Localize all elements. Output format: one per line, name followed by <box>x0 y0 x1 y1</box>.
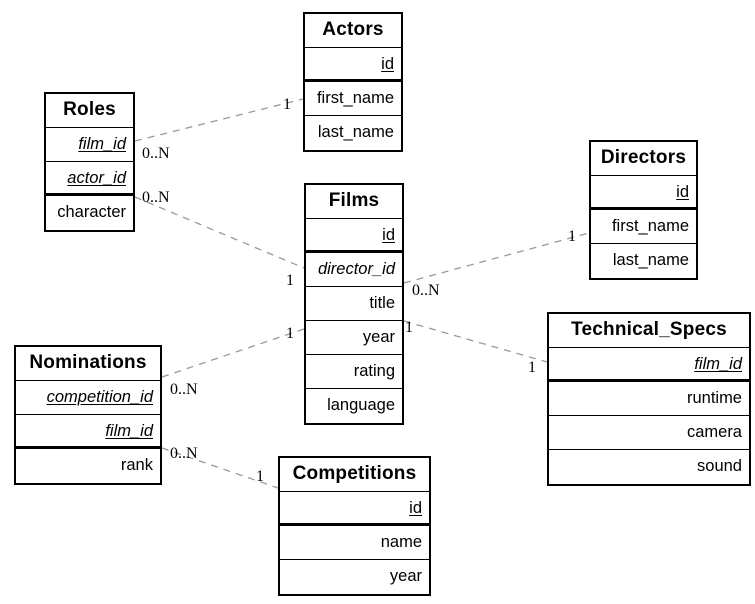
relationship-line-roles-films <box>134 196 305 269</box>
field-films-language: language <box>327 396 395 414</box>
relationship-line-films-directors <box>403 232 590 284</box>
field-films-year: year <box>306 321 402 355</box>
cardinality-label-roles-films-1: 1 <box>286 272 294 289</box>
cardinality-label-nominations-films-0: 0..N <box>170 381 198 398</box>
table-title-roles: Roles <box>46 94 133 128</box>
cardinality-label-films-directors-0: 0..N <box>412 282 440 299</box>
cardinality-label-nominations-competitions-0: 0..N <box>170 445 198 462</box>
field-roles-film_id: film_id <box>46 128 133 162</box>
cardinality-label-films-technical_specs-0: 1 <box>405 319 413 336</box>
relationship-line-films-technical_specs <box>403 320 548 363</box>
cardinality-label-roles-actors-0: 0..N <box>142 145 170 162</box>
field-technical_specs-sound: sound <box>697 457 742 475</box>
field-competitions-year: year <box>389 567 422 585</box>
field-directors-first_name: first_name <box>591 210 696 244</box>
field-competitions-id: id <box>280 492 429 526</box>
cardinality-label-nominations-films-1: 1 <box>286 325 294 342</box>
cardinality-label-films-technical_specs-1: 1 <box>528 359 536 376</box>
field-roles-character: character <box>57 203 126 221</box>
field-films-id: id <box>306 219 402 253</box>
table-title-actors: Actors <box>305 14 401 48</box>
field-technical_specs-camera: camera <box>549 416 749 450</box>
cardinality-label-roles-films-0: 0..N <box>142 189 170 206</box>
field-nominations-competition_id: competition_id <box>16 381 160 415</box>
field-films-title: title <box>306 287 402 321</box>
field-nominations-rank: rank <box>120 456 153 474</box>
table-title-films: Films <box>306 185 402 219</box>
field-directors-id: id <box>591 176 696 210</box>
field-directors-last_name: last_name <box>612 251 689 269</box>
field-competitions-name: name <box>280 526 429 560</box>
field-films-rating: rating <box>306 355 402 389</box>
table-title-competitions: Competitions <box>280 458 429 492</box>
field-actors-id: id <box>305 48 401 82</box>
field-actors-last_name: last_name <box>317 123 394 141</box>
cardinality-label-nominations-competitions-1: 1 <box>256 468 264 485</box>
field-technical_specs-runtime: runtime <box>549 382 749 416</box>
field-roles-actor_id: actor_id <box>46 162 133 196</box>
relationship-line-roles-actors <box>134 98 304 142</box>
table-title-directors: Directors <box>591 142 696 176</box>
field-nominations-film_id: film_id <box>16 415 160 449</box>
field-technical_specs-film_id: film_id <box>549 348 749 382</box>
field-films-director_id: director_id <box>306 253 402 287</box>
table-title-technical_specs: Technical_Specs <box>549 314 749 348</box>
cardinality-label-roles-actors-1: 1 <box>283 96 291 113</box>
field-actors-first_name: first_name <box>305 82 401 116</box>
relationship-line-nominations-films <box>161 328 305 378</box>
cardinality-label-films-directors-1: 1 <box>568 228 576 245</box>
table-title-nominations: Nominations <box>16 347 160 381</box>
